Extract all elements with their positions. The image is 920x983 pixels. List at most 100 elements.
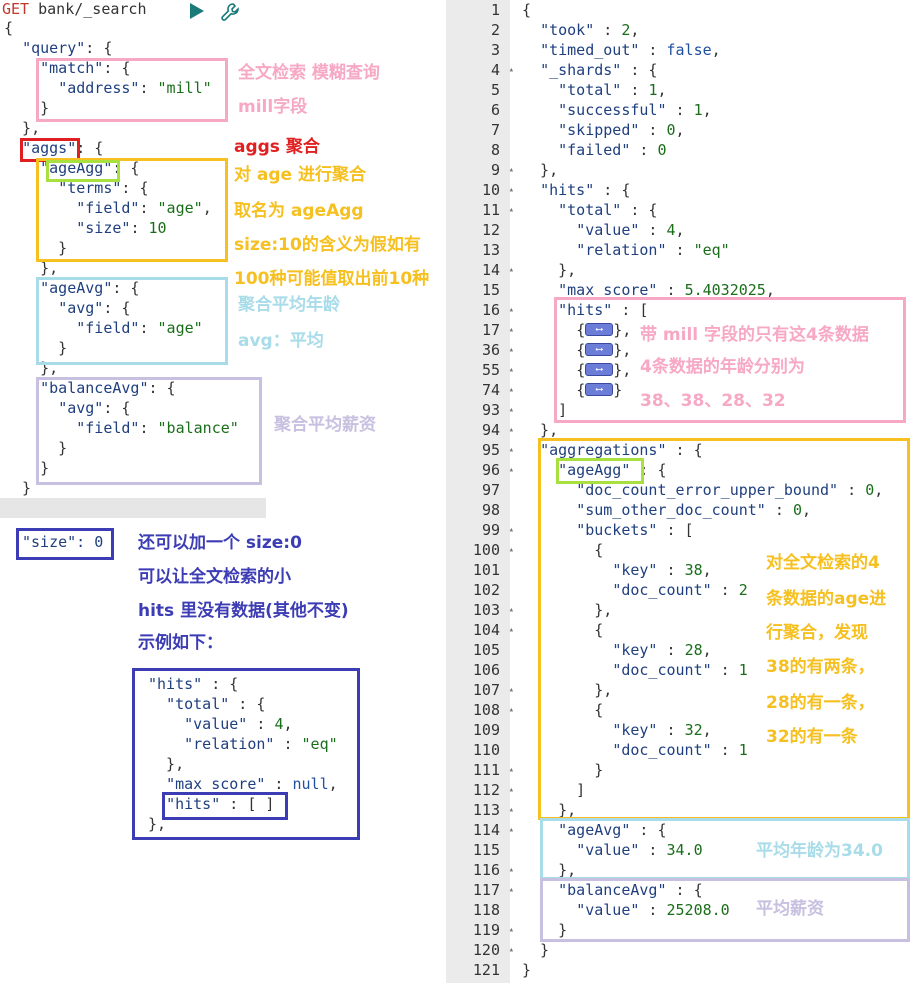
fold-toggle-icon[interactable]: ▴: [508, 605, 514, 615]
ageagg-name-box: [46, 160, 120, 182]
request-code-line[interactable]: "avg": {: [58, 299, 131, 317]
request-code-line[interactable]: "address": "mill": [58, 79, 212, 97]
http-method: GET: [2, 0, 30, 18]
fold-toggle-icon[interactable]: ▴: [508, 205, 514, 215]
line-number: 110: [472, 741, 500, 759]
response-code-line: }: [522, 921, 568, 939]
request-code-line[interactable]: {: [4, 19, 14, 37]
line-number: 107: [472, 681, 500, 699]
fold-toggle-icon[interactable]: ▴: [508, 885, 514, 895]
size-box: [16, 528, 114, 560]
fold-toggle-icon[interactable]: ▴: [508, 705, 514, 715]
request-code-line[interactable]: "balanceAvg": {: [40, 379, 176, 397]
line-number: 119: [472, 921, 500, 939]
request-code-line[interactable]: "ageAgg": {: [40, 159, 140, 177]
response-code-line: },: [522, 681, 613, 699]
response-ageagg-box: [556, 458, 644, 484]
response-code-line: "doc_count_error_upper_bound" : 0,: [576, 481, 884, 499]
line-number: 104: [472, 621, 500, 639]
fold-toggle-icon[interactable]: ▴: [508, 425, 514, 435]
request-code-line[interactable]: }: [4, 479, 32, 497]
fold-toggle-icon[interactable]: ▴: [508, 765, 514, 775]
request-code-line[interactable]: }: [4, 99, 50, 117]
request-code-line[interactable]: "match": {: [40, 59, 131, 77]
request-code-line[interactable]: }: [4, 459, 50, 477]
line-number: 103: [472, 601, 500, 619]
response-code-line: ]: [522, 401, 568, 419]
fold-toggle-icon[interactable]: ▴: [508, 185, 514, 195]
fold-toggle-icon[interactable]: ▴: [508, 405, 514, 415]
note-hits-1: 带 mill 字段的只有这4条数据: [640, 325, 869, 345]
response-code-line: "total" : 1,: [558, 81, 667, 99]
response-code-line: "doc_count" : 1: [612, 661, 748, 679]
request-code-line[interactable]: }: [4, 239, 68, 257]
fold-toggle-icon[interactable]: ▴: [508, 385, 514, 395]
fold-toggle-icon[interactable]: ▴: [508, 825, 514, 835]
fold-toggle-icon[interactable]: ▴: [508, 345, 514, 355]
fold-toggle-icon[interactable]: ▴: [508, 945, 514, 955]
request-code-line[interactable]: },: [4, 119, 41, 137]
response-code-line: {⟷}: [576, 381, 623, 399]
request-code-line[interactable]: "ageAvg": {: [40, 279, 140, 297]
fold-toggle-icon[interactable]: ▴: [508, 165, 514, 175]
request-line[interactable]: GET bank/_search: [2, 0, 147, 19]
line-number: 74: [481, 381, 500, 399]
response-code-line: "doc_count" : 1: [612, 741, 748, 759]
response-code-line: {⟷},: [576, 361, 632, 379]
fold-toggle-icon[interactable]: ▴: [508, 305, 514, 315]
fold-toggle-icon[interactable]: ▴: [508, 445, 514, 455]
collapsed-object-icon[interactable]: ⟷: [585, 363, 614, 376]
request-code-line[interactable]: "query": {: [22, 39, 113, 57]
request-code-line[interactable]: "field": "balance": [76, 419, 239, 437]
line-number: 11: [481, 201, 500, 219]
example-code-line: },: [148, 815, 167, 833]
fold-toggle-icon[interactable]: ▴: [508, 525, 514, 535]
collapsed-object-icon[interactable]: ⟷: [585, 383, 614, 396]
fold-toggle-icon[interactable]: ▴: [508, 625, 514, 635]
request-code-line[interactable]: },: [4, 259, 59, 277]
fold-toggle-icon[interactable]: ▴: [508, 325, 514, 335]
fold-toggle-icon[interactable]: ▴: [508, 365, 514, 375]
fold-toggle-icon[interactable]: ▴: [508, 465, 514, 475]
line-number: 101: [472, 561, 500, 579]
note-match-1: 全文检索 模糊查询: [238, 63, 380, 83]
request-code-line[interactable]: "aggs": {: [22, 139, 104, 157]
note-ageavg-result: 平均年龄为34.0: [756, 841, 883, 861]
line-number: 5: [490, 81, 500, 99]
response-code-line: },: [522, 801, 577, 819]
line-number: 121: [472, 961, 500, 979]
note-balanceavg: 聚合平均薪资: [274, 415, 376, 435]
note-ageagg-1: 对 age 进行聚合: [234, 165, 367, 185]
fold-toggle-icon[interactable]: ▴: [508, 925, 514, 935]
request-path: bank/_search: [38, 0, 147, 18]
line-number: 96: [481, 461, 500, 479]
request-code-line[interactable]: }: [4, 339, 68, 357]
fold-toggle-icon[interactable]: ▴: [508, 265, 514, 275]
request-code-line[interactable]: "terms": {: [58, 179, 149, 197]
response-code-line: {: [522, 621, 604, 639]
line-number: 112: [472, 781, 500, 799]
request-code-line[interactable]: "field": "age": [76, 319, 203, 337]
fold-toggle-icon[interactable]: ▴: [508, 865, 514, 875]
play-icon[interactable]: [190, 3, 204, 19]
fold-toggle-icon[interactable]: ▴: [508, 545, 514, 555]
line-number: 14: [481, 261, 500, 279]
request-code-line[interactable]: }: [4, 439, 68, 457]
line-number: 97: [481, 481, 500, 499]
fold-toggle-icon[interactable]: ▴: [508, 65, 514, 75]
fold-toggle-icon[interactable]: ▴: [508, 805, 514, 815]
collapsed-object-icon[interactable]: ⟷: [585, 343, 614, 356]
fold-toggle-icon[interactable]: ▴: [508, 785, 514, 795]
line-number: 15: [481, 281, 500, 299]
collapsed-object-icon[interactable]: ⟷: [585, 323, 614, 336]
line-number: 94: [481, 421, 500, 439]
example-inner-hits-box: [162, 792, 288, 820]
response-code-line: }: [522, 961, 532, 979]
wrench-icon[interactable]: [220, 2, 240, 22]
fold-toggle-icon[interactable]: ▴: [508, 685, 514, 695]
request-code-line[interactable]: "field": "age",: [76, 199, 212, 217]
request-toolbar: GET bank/_search: [0, 0, 446, 22]
note-ageavg-2: avg：平均: [238, 331, 324, 351]
request-code-line[interactable]: "avg": {: [58, 399, 131, 417]
request-code-line[interactable]: "size": 10: [76, 219, 167, 237]
